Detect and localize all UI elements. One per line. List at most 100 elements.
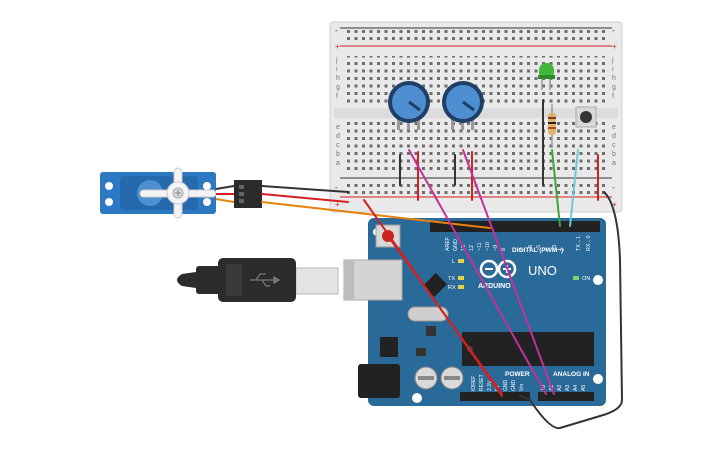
l-led-label: L — [452, 259, 455, 265]
rail-plus-label: + — [612, 42, 617, 51]
dc-power-jack — [358, 364, 400, 398]
row-letter: j — [335, 57, 338, 64]
wire-green — [551, 149, 561, 227]
smd-part — [426, 326, 436, 336]
row-letters: j i h g f e d c b a j i h g f e d c b a — [335, 57, 616, 167]
wire-black — [261, 185, 349, 193]
top-power-rail — [346, 30, 608, 44]
wire-cyan — [569, 149, 579, 227]
voltage-regulator — [380, 337, 398, 357]
servo-connector — [234, 180, 262, 208]
rail-plus-label: + — [335, 200, 340, 209]
tx-led — [458, 276, 464, 280]
row-letter: j — [611, 57, 614, 64]
wire-magenta — [408, 149, 547, 395]
board-brand: ARDUINO — [478, 283, 511, 290]
wire-magenta — [462, 149, 555, 395]
pin-label: A2 — [557, 385, 563, 391]
pin-label: A0 — [541, 385, 547, 391]
tx-led-label: TX — [448, 276, 455, 282]
rx-led — [458, 285, 464, 289]
rail-minus-label: - — [335, 183, 338, 192]
pin-label: ~10 — [485, 242, 491, 251]
row-letter: c — [336, 142, 340, 149]
potentiometer[interactable] — [442, 81, 484, 130]
row-letter: d — [612, 133, 616, 140]
pushbutton[interactable] — [575, 106, 597, 128]
pin-label: 8 — [501, 248, 507, 251]
crystal — [407, 306, 449, 322]
pin-label: ~11 — [477, 242, 483, 251]
row-letter: g — [336, 84, 340, 91]
row-letter: f — [336, 93, 338, 100]
on-led — [573, 276, 579, 280]
rail-plus-label: + — [335, 42, 340, 51]
pin-label: GND — [453, 239, 459, 251]
pin-label: 4 — [544, 248, 550, 251]
row-letter: i — [612, 66, 614, 73]
pin-label: 2 — [560, 248, 566, 251]
pin-label: TX→1 — [576, 236, 582, 251]
row-letter: e — [612, 124, 616, 131]
rx-led-label: RX — [448, 285, 456, 291]
digital-section-label: DIGITAL (PWM~) — [512, 247, 563, 254]
pin-label: ~9 — [493, 245, 499, 251]
row-letter: h — [336, 75, 340, 82]
pin-label: A5 — [581, 385, 587, 391]
wires — [261, 149, 624, 430]
analog-section-label: ANALOG IN — [553, 371, 590, 378]
power-section-label: POWER — [505, 371, 530, 378]
wire-black — [519, 191, 624, 430]
usb-icon — [250, 273, 281, 287]
rail-minus-label: - — [612, 183, 615, 192]
pin-label: 3.3V — [487, 380, 493, 391]
row-letter: c — [612, 142, 616, 149]
servo-leads — [215, 185, 235, 203]
on-led-label: ON — [582, 276, 590, 282]
pin-label: Vin — [519, 384, 525, 391]
pin-label: A4 — [573, 385, 579, 391]
pin-label: ~6 — [528, 245, 534, 251]
analog-header — [538, 392, 594, 401]
rail-minus-label: - — [612, 26, 615, 35]
l-led — [458, 259, 464, 263]
pin-label: 7 — [520, 248, 526, 251]
pin-label: RESET — [479, 374, 485, 391]
row-letter: d — [336, 133, 340, 140]
pin-label: AREF — [445, 236, 451, 251]
pin-label: IOREF — [471, 376, 477, 391]
board-model: UNO — [528, 263, 557, 278]
rail-minus-label: - — [335, 26, 338, 35]
wire-red — [261, 193, 349, 203]
pin-label: 12 — [469, 245, 475, 251]
potentiometer[interactable] — [388, 81, 430, 130]
row-letter: g — [612, 84, 616, 91]
row-letter: b — [612, 151, 616, 158]
usb-b-port — [343, 259, 403, 301]
row-letter: a — [336, 160, 340, 167]
pin-label: ~5 — [536, 245, 542, 251]
usb-cable — [177, 258, 339, 302]
row-letter: i — [336, 66, 338, 73]
resistor — [548, 104, 556, 148]
rail-plus-label: + — [612, 200, 617, 209]
smd-part — [416, 348, 426, 356]
pin-label: ~3 — [552, 245, 558, 251]
pin-label: A3 — [565, 385, 571, 391]
row-letter: a — [612, 160, 616, 167]
servo-motor — [100, 167, 217, 219]
mounting-hole — [593, 374, 603, 384]
row-letter: f — [612, 93, 614, 100]
row-letter: b — [336, 151, 340, 158]
led — [538, 63, 555, 90]
power-header — [460, 392, 530, 401]
mounting-hole — [412, 393, 422, 403]
pin-label: GND — [503, 380, 509, 392]
digital-header — [430, 221, 600, 232]
row-letter: e — [336, 124, 340, 131]
lower-terminal-strip — [346, 122, 608, 170]
pin-label: GND — [511, 380, 517, 392]
wire-orange — [261, 201, 491, 229]
mounting-hole — [593, 275, 603, 285]
